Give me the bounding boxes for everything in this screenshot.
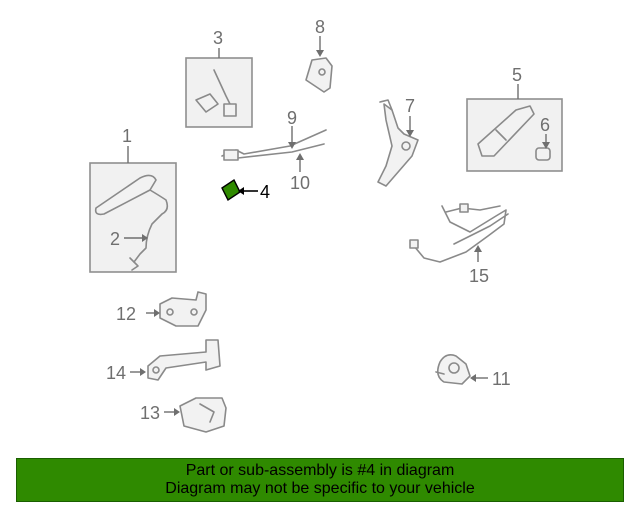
part-7-shape: [377, 103, 419, 187]
part-8-shape: [305, 57, 333, 93]
label-2: 2: [110, 229, 120, 249]
part-5-shape: [477, 105, 535, 157]
label-1: 1: [122, 126, 132, 146]
label-3: 3: [213, 28, 223, 48]
label-6: 6: [540, 115, 550, 135]
label-9: 9: [287, 108, 297, 128]
label-7: 7: [405, 96, 415, 116]
part-1-group: 1 2: [89, 126, 177, 273]
part-1-box: [89, 162, 177, 273]
label-13: 13: [140, 403, 160, 423]
label-11: 11: [492, 369, 511, 389]
part-5-group: 5 6: [466, 65, 563, 172]
part-3-group: 3: [185, 28, 253, 128]
part-9-10-group: 9 10: [221, 108, 327, 193]
part-14-group: 14: [106, 339, 221, 383]
label-4: 4: [260, 182, 270, 202]
part-6-shape: [535, 147, 551, 161]
label-12: 12: [116, 304, 136, 324]
part-15-group: 15: [409, 203, 509, 286]
part-1-shape: [94, 174, 157, 216]
part-7-group: 7: [377, 96, 419, 187]
part-4-shape: [221, 178, 241, 202]
label-15: 15: [469, 266, 489, 286]
label-8: 8: [315, 17, 325, 37]
part-11-shape: [436, 354, 471, 385]
info-banner: Part or sub-assembly is #4 in diagram Di…: [16, 458, 624, 502]
banner-line-2: Diagram may not be specific to your vehi…: [165, 480, 475, 497]
label-10: 10: [290, 173, 310, 193]
banner-line-1: Part or sub-assembly is #4 in diagram: [185, 462, 455, 479]
part-12-shape: [159, 291, 207, 327]
label-5: 5: [512, 65, 522, 85]
part-13-group: 13: [140, 397, 227, 433]
part-11-group: 11: [435, 354, 511, 389]
label-14: 14: [106, 363, 126, 383]
part-15-shape: [413, 205, 507, 263]
part-12-group: 12: [116, 291, 207, 327]
part-3-box: [185, 57, 253, 128]
part-8-group: 8: [305, 17, 333, 93]
part-13-shape: [179, 397, 227, 433]
part-14-shape: [147, 339, 221, 381]
part-4-group: 4: [221, 178, 270, 202]
